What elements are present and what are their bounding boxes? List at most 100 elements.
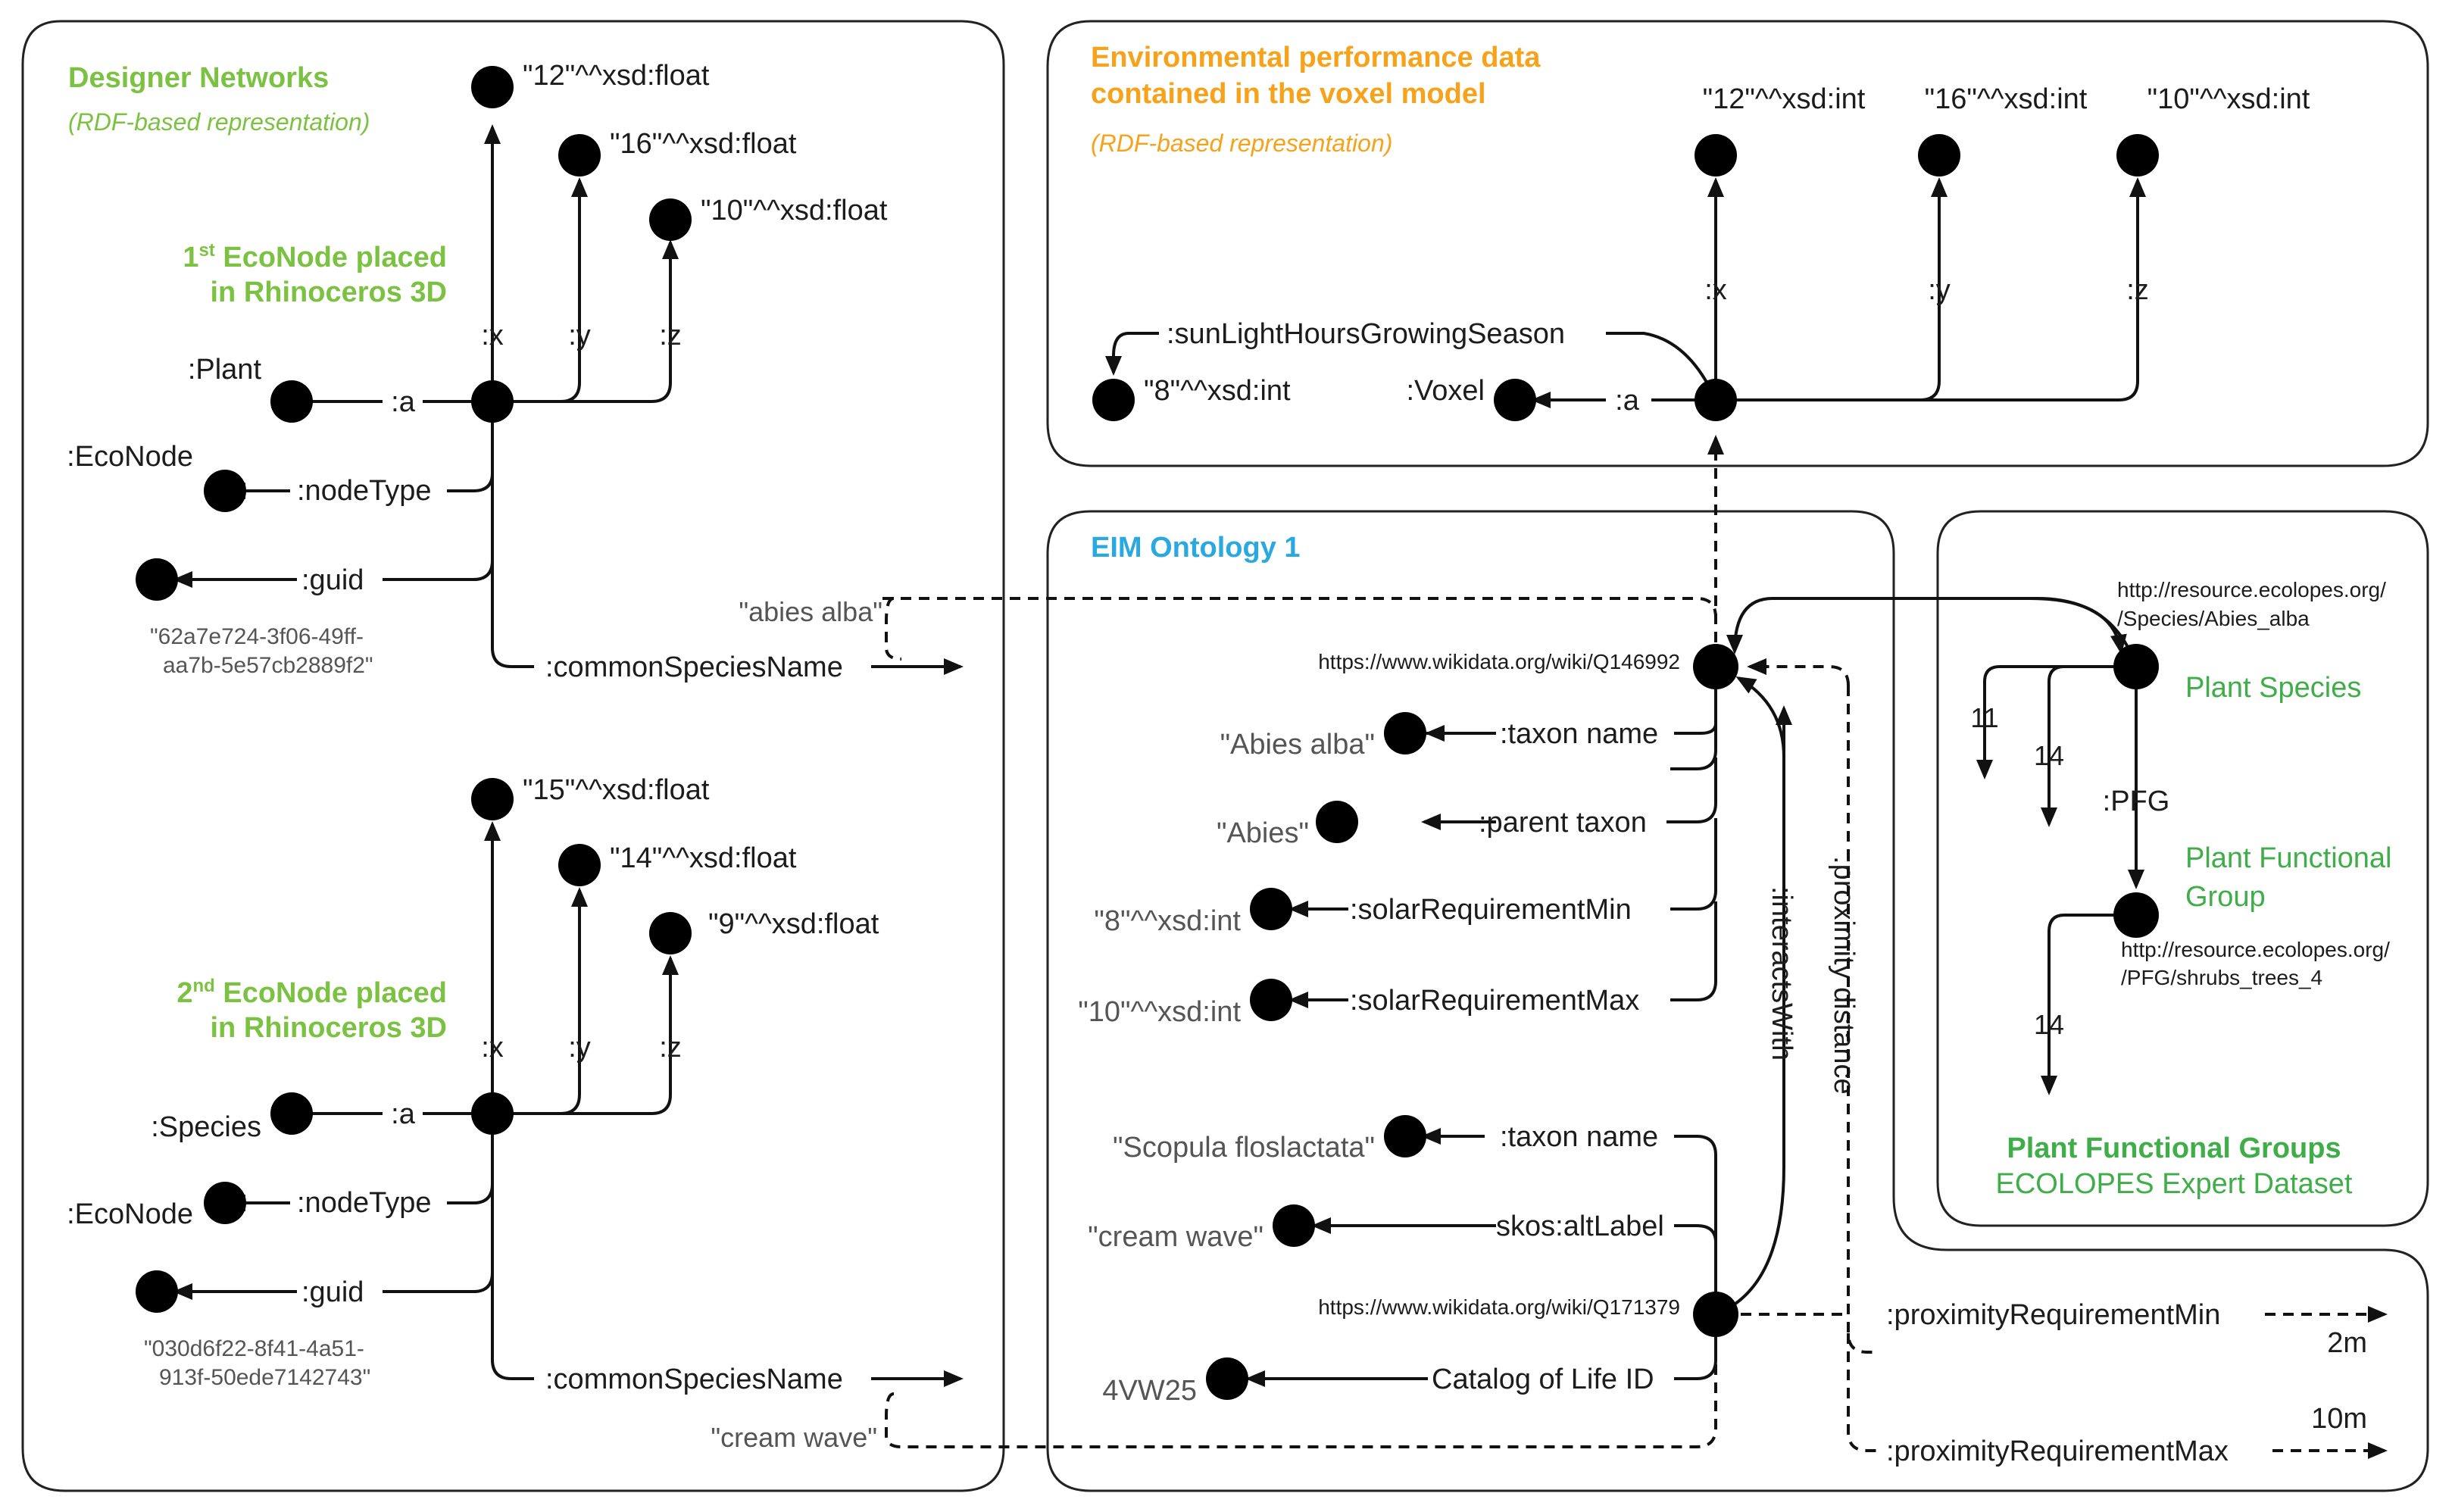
abies-trunk-1 [1670, 667, 1717, 770]
abies-trunk-3 [1670, 818, 1717, 911]
trunk-1 [491, 401, 534, 668]
edge-z-1 [492, 239, 679, 403]
node1-y-value [558, 134, 601, 177]
edge-nodetype-2-right [447, 1182, 494, 1204]
voxel-sun-value [1092, 379, 1135, 421]
node2-y-value [558, 844, 601, 886]
pfg-footer-line1: Plant Functional Groups [2007, 1132, 2341, 1164]
label-prox-min: :proximityRequirementMin [1886, 1299, 2220, 1331]
edge-species-14 [2041, 665, 2136, 827]
node1-z-label: "10"^^xsd:float [701, 195, 888, 226]
abies-trunk-4 [1670, 901, 1717, 1001]
voxel-graph: Environmental performance data contained… [1091, 42, 2310, 421]
edge-label-x-1: :x [481, 320, 504, 351]
scopula-trunk-3 [1674, 1314, 1717, 1380]
edge-guid-2-right [383, 1272, 494, 1293]
node2-guid-line2: 913f-50ede7142743" [159, 1365, 370, 1390]
voxel-edge-label-a: :a [1615, 385, 1640, 417]
abies-edge-solar-max: :solarRequirementMax [1350, 985, 1639, 1017]
node2-species-value: "cream wave" [711, 1422, 877, 1453]
scopula-uri: https://www.wikidata.org/wiki/Q171379 [1318, 1295, 1680, 1319]
abies-solar-max-label: "10"^^xsd:int [1078, 996, 1241, 1028]
node1-econode-label: :EcoNode [67, 441, 193, 473]
abies-taxon-value [1384, 712, 1426, 754]
designer-title: Designer Networks [68, 62, 329, 94]
voxel-title-line1: Environmental performance data [1091, 42, 1541, 73]
pfg-label-line1: Plant Functional [2185, 842, 2392, 874]
plant-species-node [2113, 644, 2159, 689]
scopula-col-label: 4VW25 [1102, 1375, 1197, 1407]
abies-parent-value [1316, 801, 1358, 843]
scopula-col-value [1206, 1357, 1248, 1400]
edge-label-y-2: :y [568, 1032, 591, 1064]
edge-y-1 [492, 177, 588, 403]
prox-max-value: 10m [2311, 1403, 2367, 1435]
edge-label-guid-1: :guid [301, 564, 364, 596]
edge-label-species-1: :commonSpeciesName [545, 651, 843, 683]
voxel-class [1494, 379, 1536, 421]
abies-solar-min-label: "8"^^xsd:int [1094, 905, 1241, 937]
abies-taxon-label: "Abies alba" [1220, 729, 1375, 761]
node1-x-label: "12"^^xsd:float [523, 60, 710, 92]
abies-alba-entity [1693, 644, 1738, 689]
voxel-edge-y [1716, 177, 1948, 401]
link-proximity-to-abies [1747, 658, 1850, 686]
scopula-edge-col: Catalog of Life ID [1432, 1364, 1654, 1395]
edge-label-a-2: :a [391, 1098, 416, 1130]
voxel-edge-z [1716, 177, 2146, 401]
voxel-sun-value-label: "8"^^xsd:int [1144, 375, 1291, 407]
node2-x-value [471, 778, 514, 820]
pfg-label-line2: Group [2185, 881, 2266, 913]
abies-edge-taxon: :taxon name [1500, 718, 1658, 750]
node1-guid-line1: "62a7e724-3f06-49ff- [150, 624, 364, 649]
link-abies-species-top [882, 596, 1717, 618]
edge-interacts-upper [1735, 676, 1785, 758]
pfg-graph: http://resource.ecolopes.org/ /Species/A… [1726, 578, 2392, 1200]
econode-2-graph: "15"^^xsd:float "14"^^xsd:float "9"^^xsd… [67, 774, 964, 1453]
edge-label-z-2: :z [659, 1032, 682, 1064]
dashed-links: :proximityRequirementMin :proximityRequi… [882, 435, 2388, 1467]
node2-guid-line1: "030d6f22-8f41-4a51- [144, 1336, 364, 1361]
pfg-uri-line1: http://resource.ecolopes.org/ [2121, 938, 2390, 961]
node1-plant-class [270, 380, 313, 423]
edge-guid-1-right [383, 560, 494, 581]
node2-econode-class [204, 1182, 246, 1224]
voxel-y-label: "16"^^xsd:int [1925, 83, 2088, 115]
scopula-alt-value [1273, 1204, 1315, 1247]
node1-guid-line2: aa7b-5e57cb2889f2" [163, 653, 373, 678]
abies-uri: https://www.wikidata.org/wiki/Q146992 [1318, 650, 1680, 673]
edge-label-guid-2: :guid [301, 1276, 364, 1308]
edge-label-x-2: :x [481, 1032, 504, 1064]
node2-title-line1: 2nd EcoNode placed [176, 976, 447, 1009]
node1-title-line1: 1st EcoNode placed [183, 240, 447, 273]
species-uri-line2: /Species/Abies_alba [2117, 607, 2310, 630]
voxel-edge-label-x: :x [1704, 274, 1727, 306]
voxel-edge-sun-left [1105, 332, 1159, 376]
edge-z-2 [492, 955, 679, 1115]
node2-econode-label: :EcoNode [67, 1198, 193, 1230]
pfg-uri-line2: /PFG/shrubs_trees_4 [2121, 966, 2322, 989]
designer-subtitle: (RDF-based representation) [68, 108, 370, 136]
node1-z-value [649, 198, 692, 241]
node1-type-label: :Plant [188, 354, 262, 386]
voxel-x-value [1695, 134, 1737, 177]
econode-1 [471, 380, 514, 423]
voxel-edge-label-sun: :sunLightHoursGrowingSeason [1167, 318, 1565, 350]
pfg-node [2113, 892, 2159, 938]
pfg-count-14b: 14 [2034, 1009, 2064, 1040]
edge-group-14 [2041, 914, 2136, 1095]
scopula-alt-label: "cream wave" [1088, 1221, 1263, 1253]
edge-nodetype-1-right [447, 470, 494, 492]
voxel-node [1695, 379, 1737, 421]
edge-label-proximity: :proximity distance [1828, 856, 1860, 1095]
edge-label-interacts: :interactsWith [1766, 886, 1798, 1061]
node2-x-label: "15"^^xsd:float [523, 774, 710, 806]
node1-guid-value [136, 558, 178, 601]
voxel-subtitle: (RDF-based representation) [1091, 130, 1392, 157]
edge-label-a-1: :a [391, 386, 416, 418]
voxel-y-value [1918, 134, 1960, 177]
node1-y-label: "16"^^xsd:float [610, 128, 797, 160]
scopula-trunk-1 [1674, 1135, 1717, 1314]
trunk-2 [491, 1114, 534, 1380]
edge-label-z-1: :z [659, 320, 682, 351]
